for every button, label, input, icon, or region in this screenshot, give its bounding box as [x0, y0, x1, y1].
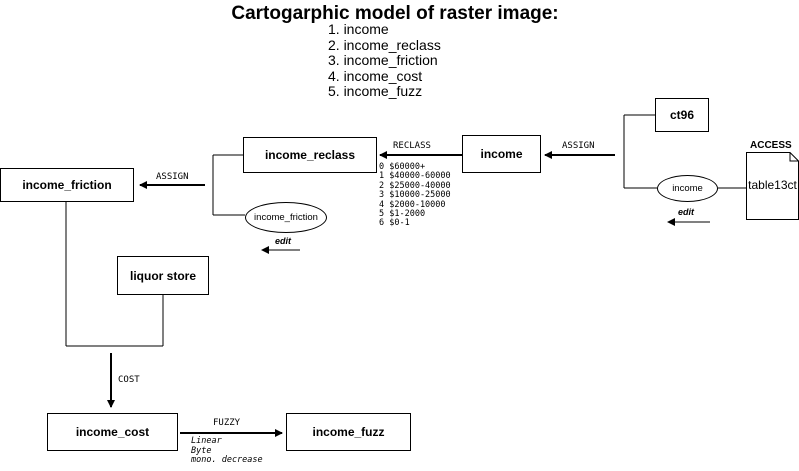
reclass-row: 4 $2000-10000	[379, 199, 446, 210]
layer-list-item: 2. income_reclass	[328, 36, 441, 53]
layer-list-item: 3. income_friction	[328, 52, 438, 68]
edit-label-left: edit	[275, 236, 292, 246]
op-fuzzy: FUZZY	[213, 418, 241, 428]
reclass-row: 3 $10000-25000	[379, 190, 451, 201]
attribute-income: income	[657, 175, 718, 202]
edit-label-right: edit	[678, 207, 695, 217]
reclass-row: 0 $60000+	[379, 162, 426, 172]
fuzzy-params: Linear Byte mono. decrease	[191, 436, 263, 466]
node-liquor-store: liquor store	[117, 256, 209, 295]
attribute-income-friction: income_friction	[245, 202, 327, 233]
layer-list-item: 5. income_fuzz	[328, 83, 423, 99]
layer-list-item: 1. income	[328, 21, 389, 37]
fuzzy-param: Byte	[191, 445, 212, 456]
reclass-row: 2 $25000-40000	[379, 180, 451, 191]
layer-list: 1. income 2. income_reclass 3. income_fr…	[328, 21, 441, 100]
layer-list-item: 4. income_cost	[328, 67, 423, 84]
access-label: ACCESS	[750, 140, 792, 151]
diagram-title: Cartogarphic model of raster image:	[231, 3, 559, 24]
op-cost: COST	[118, 375, 140, 385]
document-icon	[746, 152, 799, 220]
reclass-row: 5 $1-2000	[379, 209, 426, 220]
reclass-row: 6 $0-1	[379, 218, 410, 229]
table13ct-label: table13ct	[748, 178, 797, 192]
node-ct96: ct96	[655, 98, 709, 132]
op-reclass: RECLASS	[393, 141, 431, 151]
op-assign-income: ASSIGN	[562, 141, 595, 151]
fuzzy-param: Linear	[191, 436, 222, 446]
op-assign-friction: ASSIGN	[156, 172, 189, 182]
fuzzy-param: mono. decrease	[191, 455, 263, 466]
node-income-reclass: income_reclass	[243, 137, 377, 173]
node-income-cost: income_cost	[47, 413, 178, 451]
node-income: income	[462, 135, 541, 173]
reclass-table: 0 $60000+ 1 $40000-60000 2 $25000-40000 …	[379, 162, 451, 229]
reclass-row: 1 $40000-60000	[379, 171, 451, 182]
node-income-friction: income_friction	[0, 168, 134, 202]
node-income-fuzz: income_fuzz	[286, 413, 411, 451]
